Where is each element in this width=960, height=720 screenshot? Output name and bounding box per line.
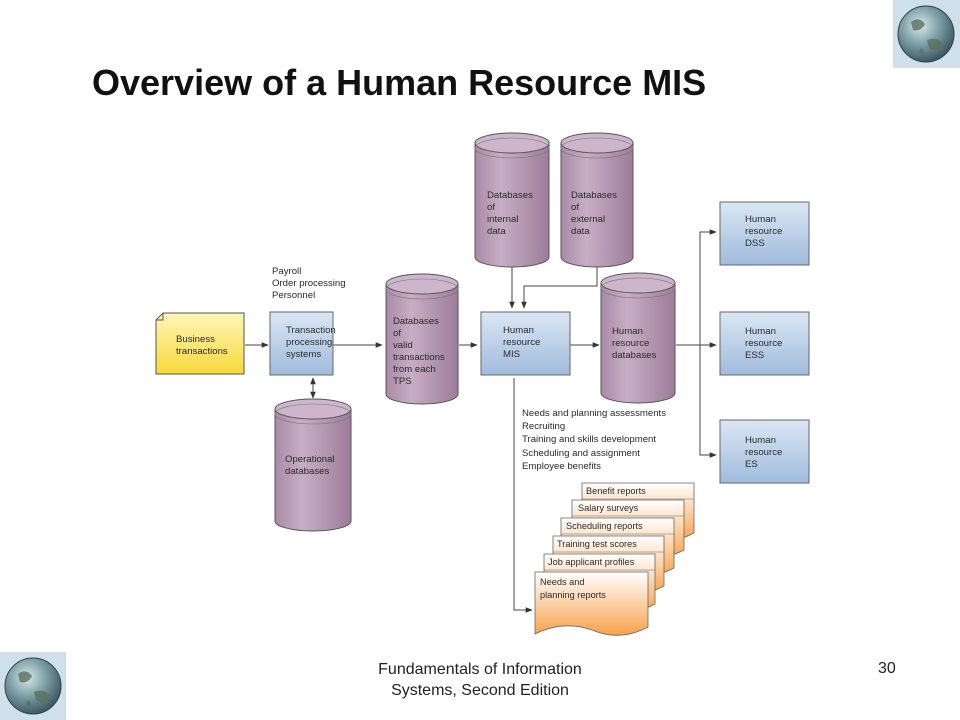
- svg-text:MIS: MIS: [503, 349, 520, 360]
- hr-es-box: Human resource ES: [719, 419, 810, 484]
- internal-data-db-cylinder: Databases of internal data: [474, 132, 550, 268]
- svg-text:Operational: Operational: [285, 454, 335, 465]
- hr-mis-box: Human resource MIS: [480, 311, 571, 376]
- svg-text:resource: resource: [745, 226, 782, 237]
- hr-subsystem-list: Needs and planning assessments Recruitin…: [522, 408, 666, 472]
- tps-input-3: Personnel: [272, 290, 315, 301]
- svg-text:DSS: DSS: [745, 238, 765, 249]
- svg-text:Training and skills developmen: Training and skills development: [522, 434, 656, 445]
- arrow-hr-db-to-dss: [699, 229, 717, 345]
- footer-line-1: Fundamentals of Information: [378, 661, 582, 678]
- svg-text:of: of: [393, 328, 401, 339]
- tps-input-1: Payroll: [272, 266, 301, 277]
- svg-text:internal: internal: [487, 214, 518, 225]
- external-data-db-cylinder: Databases of external data: [560, 132, 634, 268]
- arrow-hr-db-to-es: [699, 345, 717, 458]
- slide-title: Overview of a Human Resource MIS: [92, 62, 707, 103]
- report-stack: Benefit reports Salary surveys Schedulin…: [534, 482, 695, 636]
- svg-text:Human: Human: [612, 326, 643, 337]
- operational-databases-cylinder: Operational databases: [274, 398, 352, 532]
- svg-text:databases: databases: [612, 350, 656, 361]
- svg-text:Transaction: Transaction: [286, 325, 336, 336]
- hr-dss-box: Human resource DSS: [719, 201, 810, 266]
- page-number: 30: [878, 660, 896, 677]
- business-label-1: Business: [176, 334, 215, 345]
- svg-text:Scheduling and assignment: Scheduling and assignment: [522, 448, 640, 459]
- tps-input-2: Order processing: [272, 278, 346, 289]
- svg-text:Employee benefits: Employee benefits: [522, 461, 601, 472]
- arrow-external-to-mis: [521, 262, 598, 309]
- svg-text:systems: systems: [286, 349, 321, 360]
- svg-text:Databases: Databases: [571, 190, 617, 201]
- footer-book-title: Fundamentals of Information Systems, Sec…: [330, 659, 630, 701]
- svg-text:Training test scores: Training test scores: [557, 539, 637, 549]
- globe-icon: [893, 0, 960, 68]
- svg-text:transactions: transactions: [393, 352, 445, 363]
- footer-line-2: Systems, Second Edition: [391, 682, 569, 699]
- svg-text:Benefit reports: Benefit reports: [586, 486, 646, 496]
- business-label-2: transactions: [176, 346, 228, 357]
- svg-text:resource: resource: [745, 447, 782, 458]
- svg-text:from each: from each: [393, 364, 436, 375]
- svg-text:Human: Human: [745, 435, 776, 446]
- svg-text:resource: resource: [745, 338, 782, 349]
- svg-text:Needs and: Needs and: [540, 577, 584, 587]
- svg-text:ES: ES: [745, 459, 758, 470]
- hr-databases-cylinder: Human resource databases: [600, 272, 676, 404]
- tps-box: Transaction processing systems: [269, 311, 336, 376]
- svg-text:Human: Human: [745, 214, 776, 225]
- svg-text:of: of: [571, 202, 579, 213]
- svg-text:of: of: [487, 202, 495, 213]
- svg-text:databases: databases: [285, 466, 329, 477]
- svg-text:Needs and planning assessments: Needs and planning assessments: [522, 408, 666, 419]
- svg-text:resource: resource: [612, 338, 649, 349]
- svg-text:Recruiting: Recruiting: [522, 421, 565, 432]
- svg-text:Human: Human: [503, 325, 534, 336]
- business-transactions-doc: Business transactions: [155, 312, 245, 375]
- svg-text:Scheduling reports: Scheduling reports: [566, 521, 643, 531]
- svg-text:valid: valid: [393, 340, 413, 351]
- hr-ess-box: Human resource ESS: [719, 311, 810, 376]
- svg-text:planning reports: planning reports: [540, 590, 606, 600]
- svg-text:Job applicant profiles: Job applicant profiles: [548, 557, 635, 567]
- svg-text:TPS: TPS: [393, 376, 412, 387]
- svg-text:data: data: [487, 226, 506, 237]
- globe-icon: [0, 652, 66, 720]
- svg-text:ESS: ESS: [745, 350, 764, 361]
- svg-text:Salary surveys: Salary surveys: [578, 503, 639, 513]
- svg-text:external: external: [571, 214, 605, 225]
- svg-text:data: data: [571, 226, 590, 237]
- valid-transactions-db-cylinder: Databases of valid transactions from eac…: [385, 273, 459, 405]
- report-needs-planning: Needs and planning reports: [534, 571, 649, 636]
- svg-text:Human: Human: [745, 326, 776, 337]
- svg-text:Databases: Databases: [487, 190, 533, 201]
- svg-text:processing: processing: [286, 337, 332, 348]
- svg-text:resource: resource: [503, 337, 540, 348]
- svg-text:Databases: Databases: [393, 316, 439, 327]
- arrow-mis-to-reports: [513, 378, 533, 613]
